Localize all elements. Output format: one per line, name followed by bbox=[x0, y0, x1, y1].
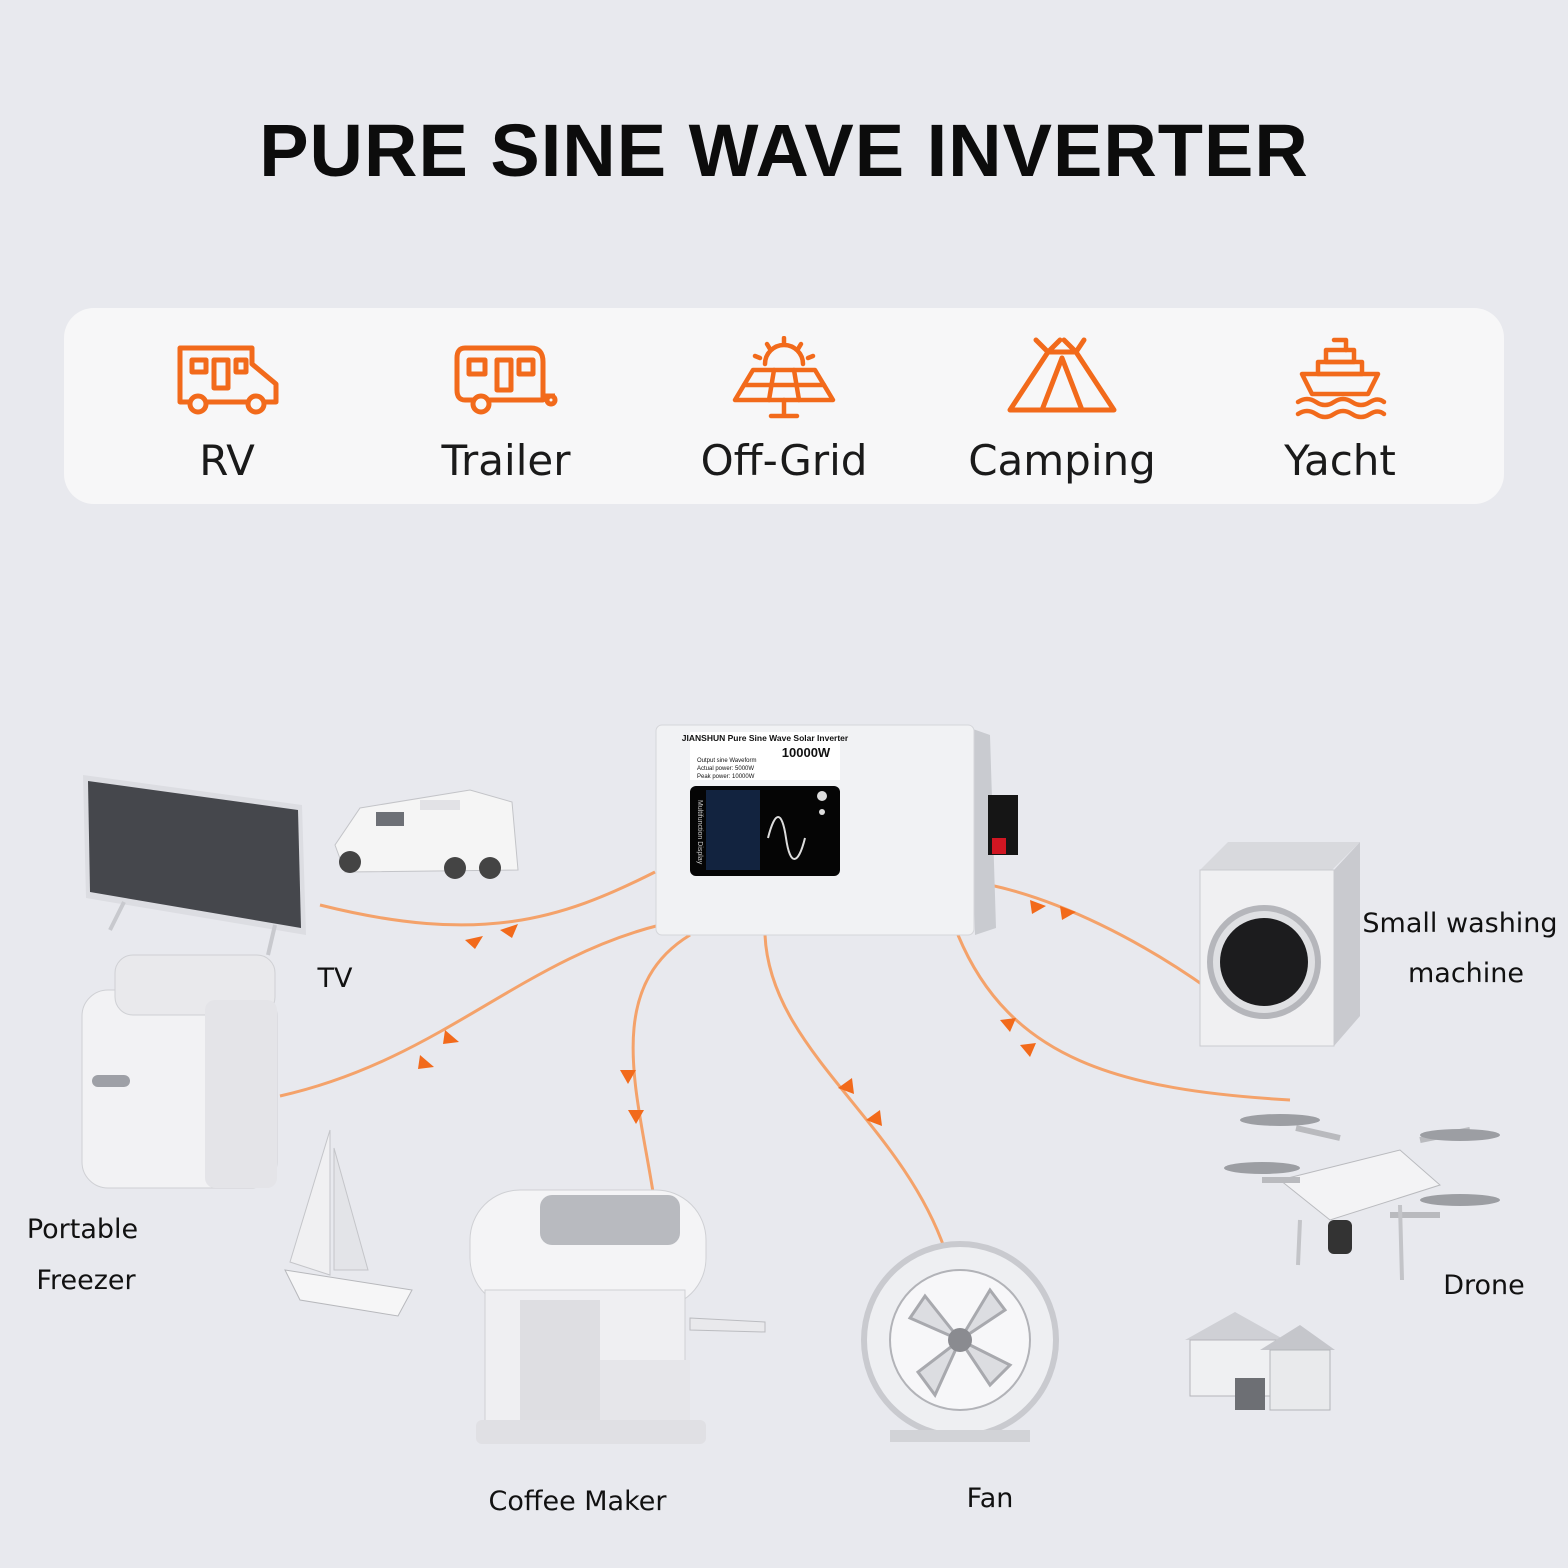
fan-image bbox=[861, 1241, 1059, 1442]
page-title: PURE SINE WAVE INVERTER bbox=[259, 109, 1309, 192]
usecase-label: Trailer bbox=[441, 436, 571, 485]
inverter-line1: Output sine Waveform bbox=[697, 758, 756, 764]
usecase-panel: RV Trailer Off-Grid Campin bbox=[64, 308, 1504, 504]
usecase-label: Yacht bbox=[1284, 436, 1396, 485]
device-label-fan: Fan bbox=[966, 1483, 1014, 1514]
freezer-image bbox=[81, 954, 278, 1189]
rv-vehicle-image bbox=[334, 789, 519, 879]
coffee-maker-image bbox=[469, 1189, 766, 1444]
tv-image bbox=[83, 775, 306, 956]
solar-panel-icon bbox=[732, 336, 836, 419]
inverter-unit bbox=[655, 724, 1018, 936]
device-label-washer-1: Small washing bbox=[1362, 908, 1558, 939]
tent-icon bbox=[1007, 337, 1117, 413]
drone-image bbox=[1224, 1114, 1500, 1281]
usecase-camping: Camping bbox=[942, 308, 1182, 504]
usecase-label: Off-Grid bbox=[700, 436, 868, 485]
flow-arrows bbox=[418, 900, 1076, 1126]
yacht-icon bbox=[1295, 337, 1387, 420]
inverter-brand: JIANSHUN Pure Sine Wave Solar Inverter bbox=[682, 733, 849, 743]
sailboat-image bbox=[284, 1129, 413, 1317]
device-label-freezer-2: Freezer bbox=[36, 1265, 136, 1296]
usecase-yacht: Yacht bbox=[1220, 308, 1460, 504]
power-cables bbox=[279, 870, 1291, 1251]
inverter-power: 10000W bbox=[782, 745, 831, 760]
device-label-drone: Drone bbox=[1443, 1270, 1525, 1301]
device-label-tv: TV bbox=[317, 963, 353, 994]
device-label-freezer-1: Portable bbox=[26, 1214, 139, 1245]
house-image bbox=[1185, 1312, 1335, 1411]
washing-machine-image bbox=[1199, 842, 1360, 1047]
inverter-line2: Actual power: 5000W bbox=[697, 766, 754, 772]
usecase-trailer: Trailer bbox=[386, 308, 626, 504]
usecase-off-grid: Off-Grid bbox=[664, 308, 904, 504]
inverter-line3: Peak power: 10000W bbox=[697, 774, 755, 780]
usecase-label: RV bbox=[199, 436, 255, 485]
inverter-display-label: Multifunction Display bbox=[696, 800, 703, 865]
trailer-icon bbox=[454, 345, 558, 415]
device-label-coffee-maker: Coffee Maker bbox=[488, 1486, 667, 1517]
usecase-label: Camping bbox=[968, 436, 1156, 485]
device-label-washer-2: machine bbox=[1407, 958, 1525, 989]
rv-icon bbox=[177, 345, 279, 415]
usecase-rv: RV bbox=[107, 308, 347, 504]
